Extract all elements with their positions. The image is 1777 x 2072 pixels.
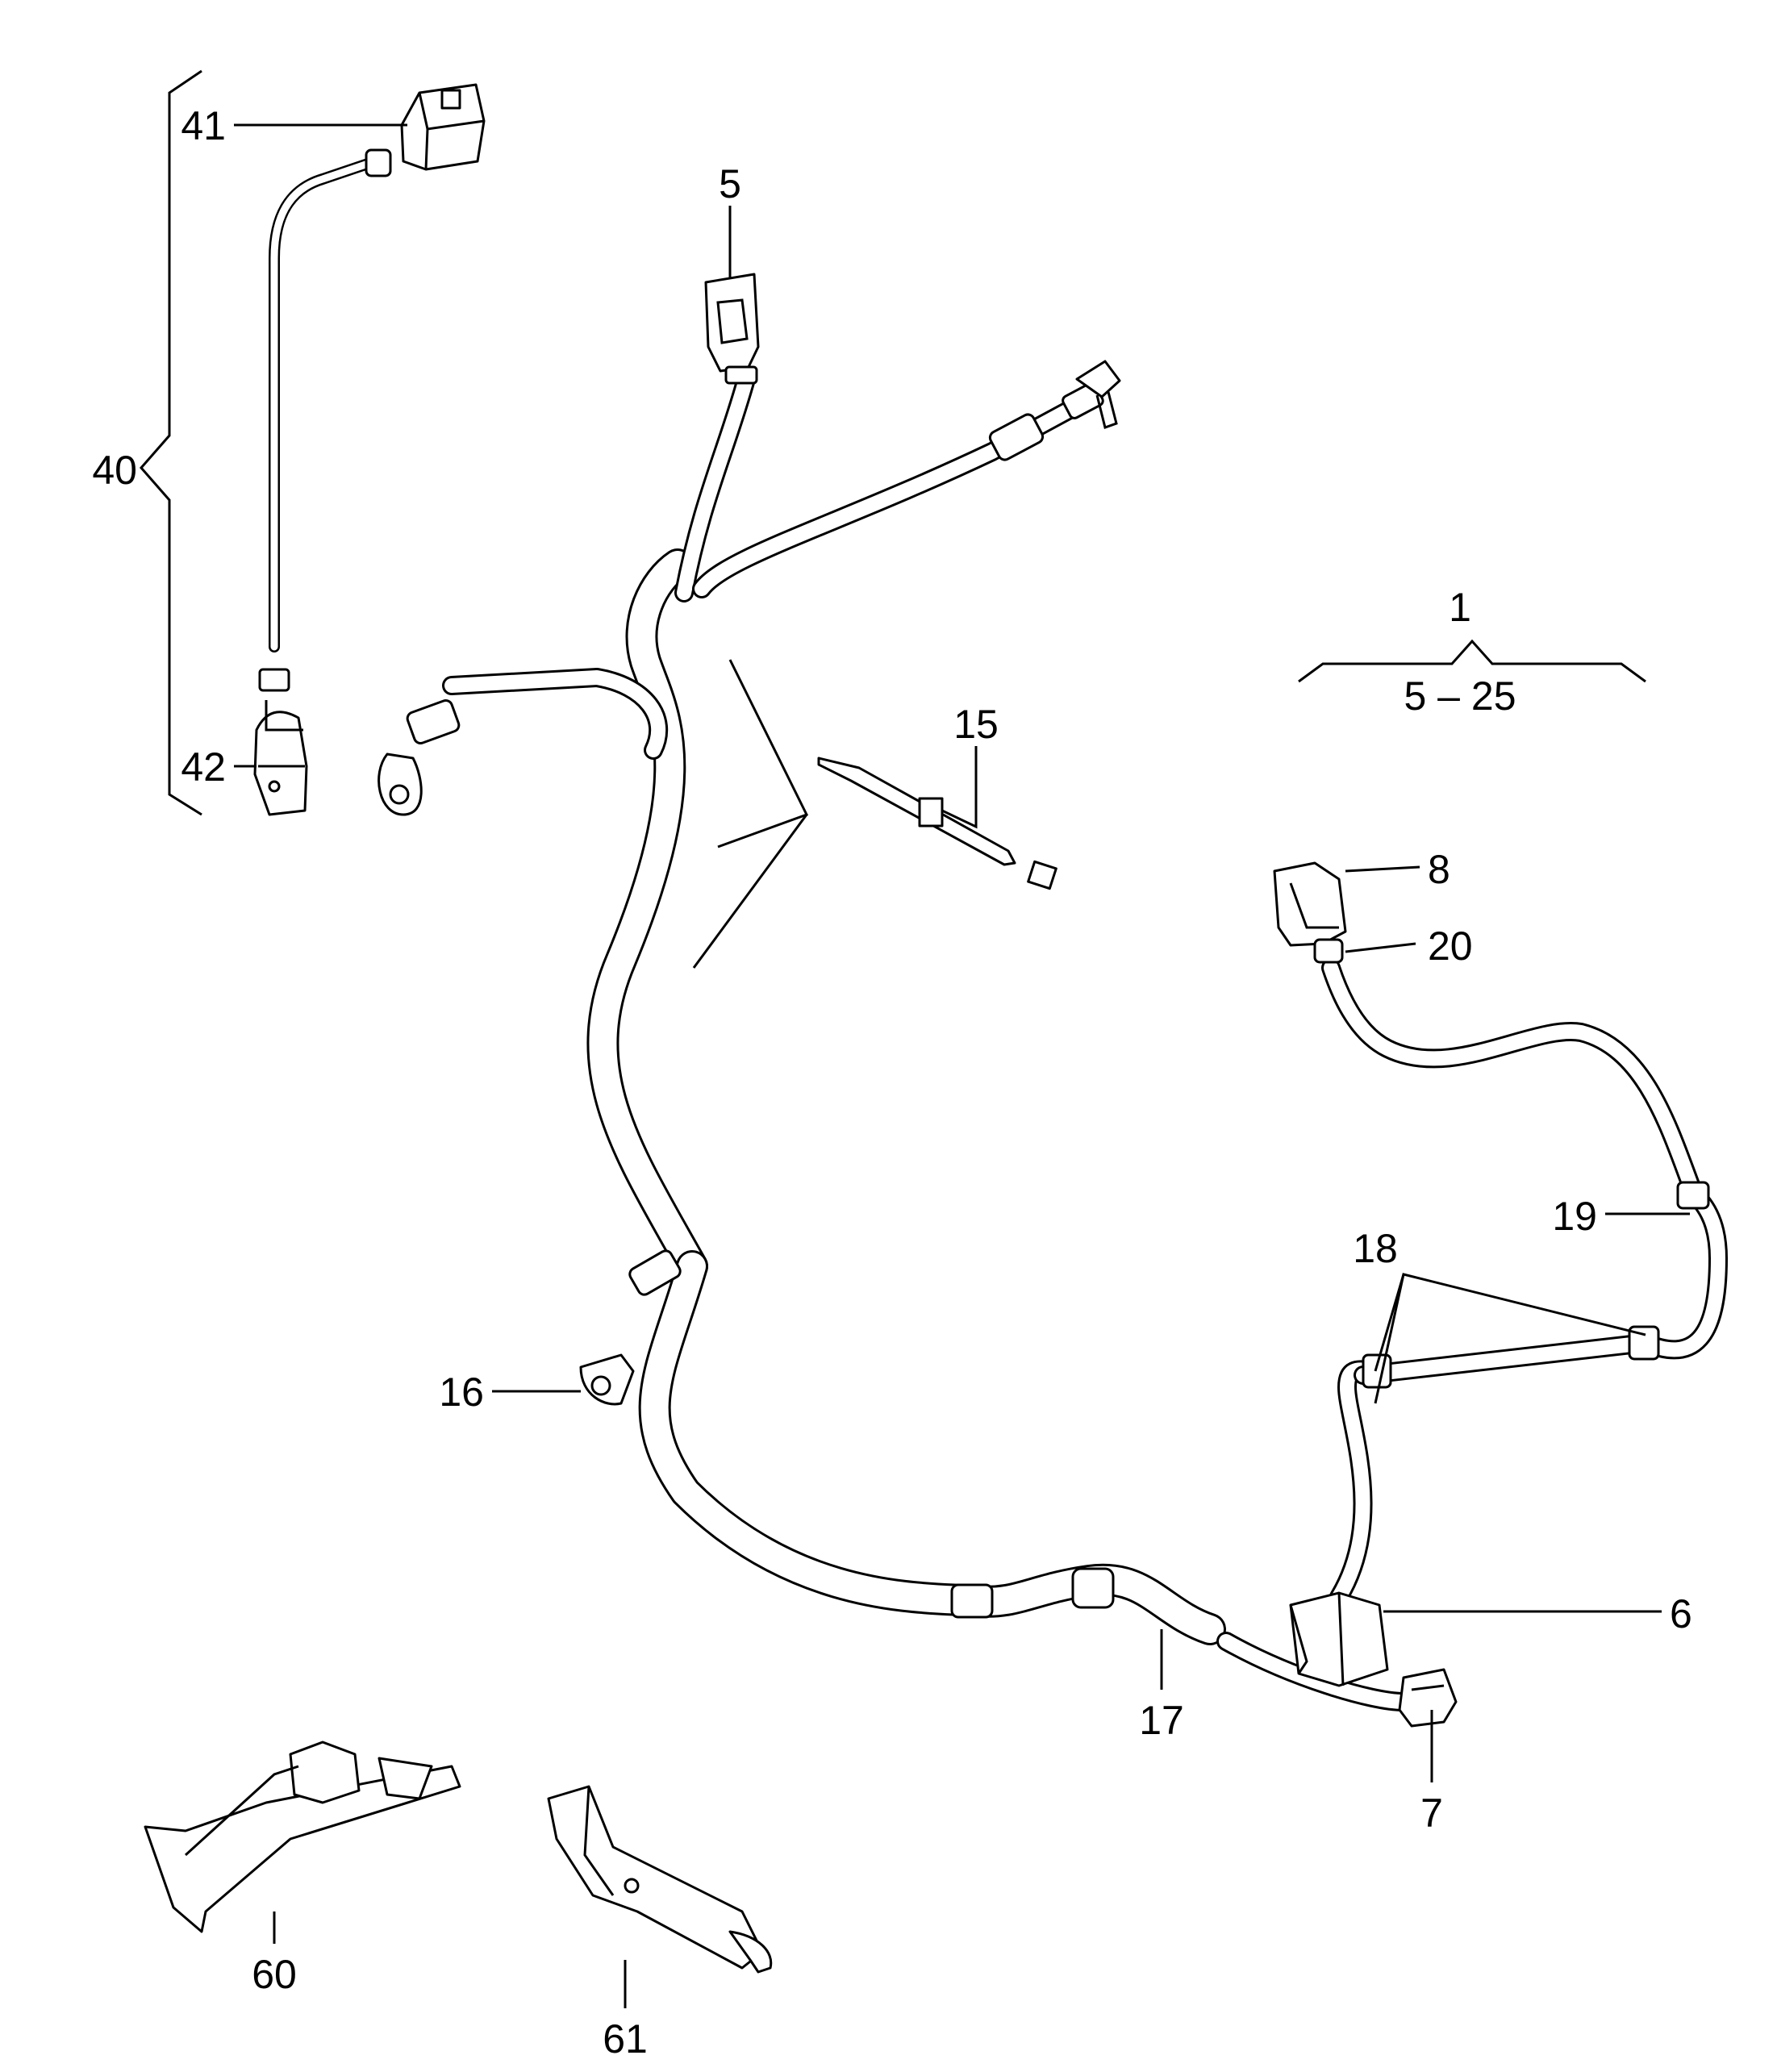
seal-20 bbox=[1313, 938, 1344, 964]
callout-8: 8 bbox=[1428, 847, 1450, 892]
callout-labels: 1 5 – 25 5 15 8 20 18 19 6 7 17 16 40 41… bbox=[92, 103, 1691, 2062]
leader-lines bbox=[234, 123, 1690, 2008]
callout-17: 17 bbox=[1139, 1698, 1184, 1743]
callout-15: 15 bbox=[953, 702, 999, 747]
connector-42 bbox=[253, 711, 308, 816]
part-40-sensor-cable bbox=[140, 69, 486, 816]
connector-8 bbox=[1273, 861, 1347, 947]
ground-eyelet-terminal bbox=[378, 753, 423, 816]
callout-40: 40 bbox=[92, 448, 137, 493]
connector-7 bbox=[1398, 1668, 1458, 1728]
main-wiring-harness bbox=[378, 273, 1728, 1728]
callout-20: 20 bbox=[1428, 923, 1473, 969]
connector-5 bbox=[704, 273, 760, 373]
callout-18: 18 bbox=[1353, 1226, 1398, 1271]
callout-60: 60 bbox=[252, 1952, 297, 1997]
callout-42: 42 bbox=[181, 744, 226, 790]
callout-1: 1 bbox=[1449, 585, 1471, 630]
part-61-clip bbox=[547, 1785, 773, 1974]
callout-19: 19 bbox=[1552, 1194, 1597, 1239]
ground-bolt bbox=[1075, 360, 1121, 398]
callout-6: 6 bbox=[1670, 1591, 1692, 1636]
part-60-clip bbox=[144, 1741, 461, 1933]
part-15-cable-tie bbox=[817, 757, 1057, 890]
callout-5: 5 bbox=[719, 161, 741, 206]
callout-range-5-25: 5 – 25 bbox=[1404, 673, 1516, 719]
callout-16: 16 bbox=[439, 1370, 484, 1415]
group-bracket-40 bbox=[140, 69, 202, 816]
callout-41: 41 bbox=[181, 103, 226, 148]
callout-61: 61 bbox=[603, 2016, 648, 2062]
callout-7: 7 bbox=[1420, 1791, 1443, 1836]
